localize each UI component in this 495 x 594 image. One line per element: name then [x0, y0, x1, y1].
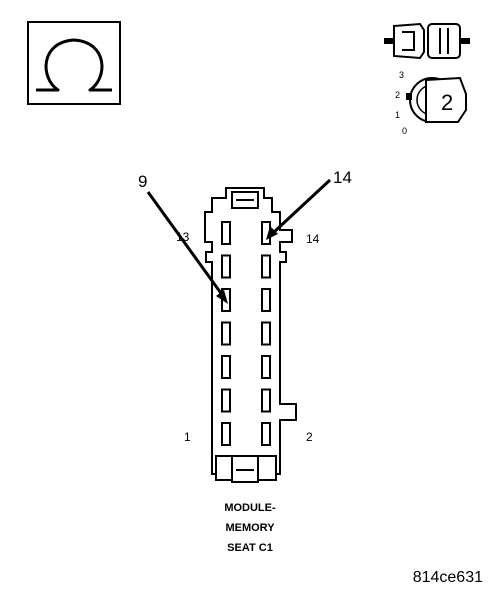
pin-label-14: 14 [306, 232, 320, 246]
pin-cavity [261, 254, 271, 279]
callout-arrow-14 [266, 178, 332, 240]
connector-face [204, 187, 297, 483]
pin-label-13: 13 [176, 230, 190, 244]
pin-cavity [221, 422, 231, 446]
callout-label-14: 14 [333, 168, 352, 187]
pin-cavity [221, 254, 231, 279]
pin-cavity [261, 422, 271, 446]
pin-cavity [221, 221, 231, 245]
ohm-symbol-icon [27, 21, 121, 105]
pin-label-1: 1 [184, 430, 191, 444]
ignition-position-1: 1 [395, 110, 401, 120]
callout-arrow-9 [146, 191, 228, 304]
pin-cavity [261, 321, 271, 346]
caption-line-3: SEAT C1 [227, 542, 273, 554]
disconnect-connector-icon [384, 22, 470, 60]
caption-line-1: MODULE- [224, 502, 276, 514]
callout-label-9: 9 [138, 172, 148, 191]
pin-cavity [221, 355, 231, 379]
ignition-selected-position: 2 [441, 90, 454, 115]
ignition-key-icon [406, 76, 467, 123]
ignition-position-0: 0 [402, 126, 408, 136]
pin-cavity [261, 288, 271, 312]
caption-line-2: MEMORY [225, 522, 275, 534]
pin-cavity [221, 321, 231, 346]
pin-cavity [261, 355, 271, 379]
figure-id: 814ce631 [412, 569, 483, 586]
pin-cavity [261, 388, 271, 413]
ignition-position-3: 3 [399, 70, 405, 80]
pin-cavity [221, 388, 231, 413]
connector-caption: MODULE- MEMORY SEAT C1 [190, 498, 310, 558]
pin-label-2: 2 [306, 430, 313, 444]
ignition-position-2: 2 [395, 90, 401, 100]
pin-cavities [221, 221, 271, 446]
